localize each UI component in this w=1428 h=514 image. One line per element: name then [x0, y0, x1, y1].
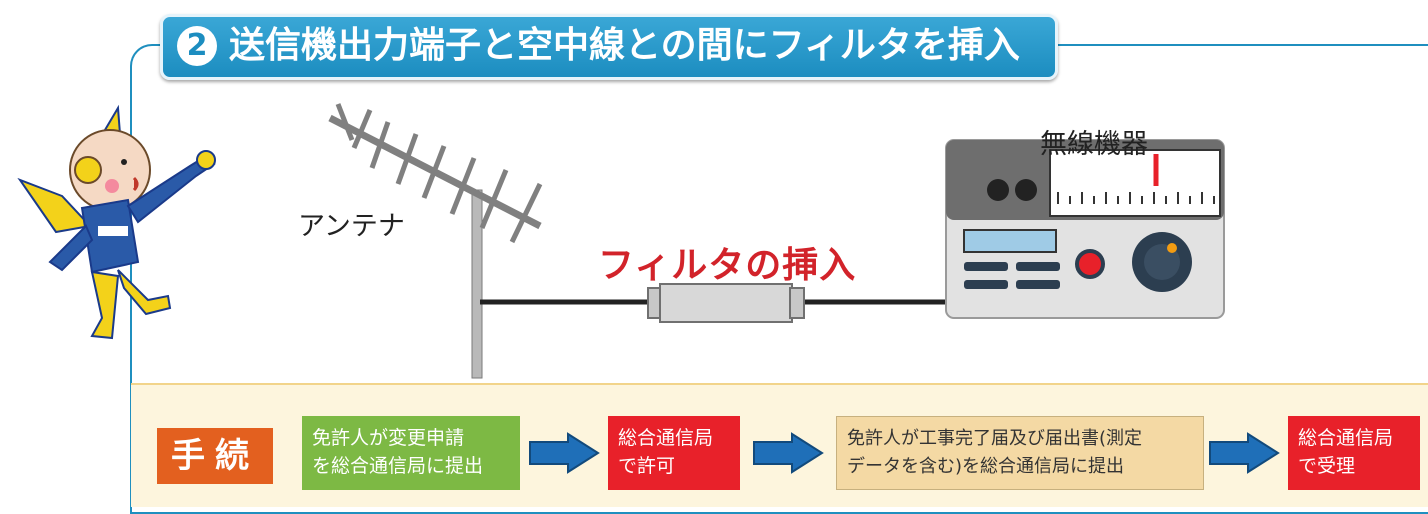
step-text-line: データを含む)を総合通信局に提出: [847, 456, 1125, 477]
arrow-right-icon: [1209, 432, 1280, 474]
title-banner: 2 送信機出力端子と空中線との間にフィルタを挿入: [160, 14, 1058, 80]
mascot-illustration: [17, 104, 216, 340]
arrow-right-icon: [753, 432, 824, 474]
procedure-step-permission: 総合通信局 で許可: [608, 416, 740, 490]
step-text-line: 総合通信局: [1298, 427, 1394, 449]
step-text-line: で受理: [1298, 455, 1356, 477]
filter-component: [647, 283, 805, 323]
procedure-step-application: 免許人が変更申請 を総合通信局に提出: [302, 416, 520, 490]
step-text-line: 免許人が変更申請: [312, 427, 465, 449]
antenna-label: アンテナ: [298, 211, 405, 242]
radio-device-illustration: [945, 139, 1225, 319]
device-label: 無線機器: [1040, 129, 1148, 160]
procedure-label: 手続: [157, 428, 273, 484]
step-text-line: を総合通信局に提出: [312, 455, 484, 477]
arrow-right-icon: [529, 432, 600, 474]
page-title: 送信機出力端子と空中線との間にフィルタを挿入: [229, 25, 1020, 66]
step-text-line: 総合通信局: [618, 427, 714, 449]
filter-insertion-label: フィルタの挿入: [598, 245, 857, 286]
procedure-step-acceptance: 総合通信局 で受理: [1288, 416, 1420, 490]
antenna-illustration: [328, 103, 543, 379]
step-text-line: で許可: [618, 455, 676, 477]
step-text-line: 免許人が工事完了届及び届出書(測定: [847, 428, 1143, 449]
title-number: 2: [177, 26, 217, 66]
procedure-step-completion-report: 免許人が工事完了届及び届出書(測定 データを含む)を総合通信局に提出: [836, 416, 1204, 490]
